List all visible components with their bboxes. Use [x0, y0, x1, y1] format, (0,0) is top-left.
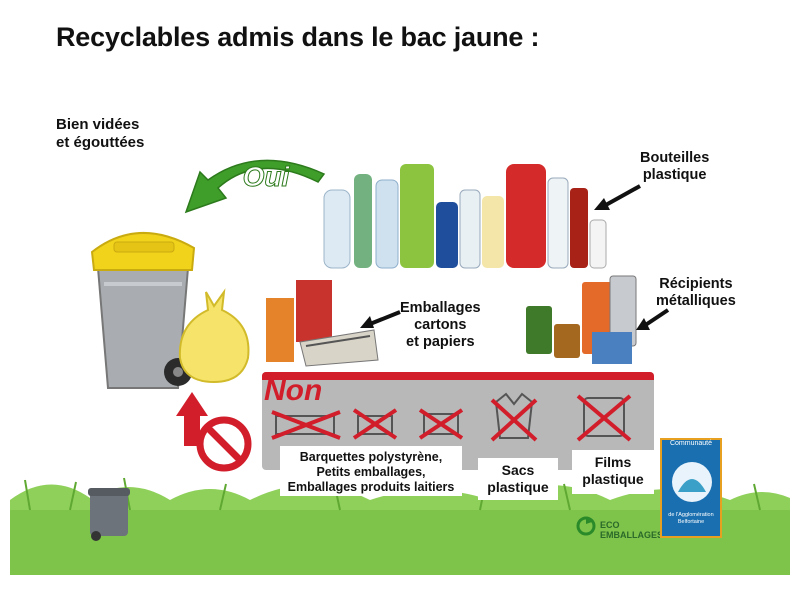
- label-cartons-papers: Emballages cartons et papiers: [400, 300, 481, 351]
- label-line: Récipients: [659, 276, 733, 292]
- oui-arrow-icon: Oui: [184, 159, 326, 214]
- communaute-title: Communauté: [669, 440, 713, 447]
- label-line: Emballages produits laitiers: [287, 480, 455, 494]
- yellow-bin-icon: [90, 231, 196, 389]
- hint-line-2: et égouttées: [56, 134, 145, 151]
- label-line: plastique: [487, 479, 549, 495]
- label-line: Sacs: [501, 462, 535, 478]
- label-metal-containers: Récipients métalliques: [656, 276, 736, 310]
- label-plastic-films: Films plastique: [572, 450, 654, 494]
- label-trays: Barquettes polystyrène, Petits emballage…: [280, 446, 462, 496]
- eco-emballages-logo-icon: [576, 516, 596, 536]
- label-line: Petits emballages,: [316, 465, 426, 479]
- oui-label: Oui: [243, 161, 291, 192]
- label-line: cartons: [414, 317, 467, 333]
- yellow-bag-icon: [178, 288, 250, 384]
- metal-containers-icon: [526, 275, 637, 364]
- plastic-bottles-icon: [323, 164, 607, 269]
- label-plastic-bottles: Bouteilles plastique: [640, 150, 709, 184]
- rinse-hint: Bien vidées et égouttées: [56, 116, 144, 152]
- arrow-bottles-icon: [594, 184, 641, 210]
- hint-line-1: Bien vidées: [56, 116, 140, 133]
- label-plastic-bags: Sacs plastique: [478, 458, 558, 500]
- label-line: Emballages: [400, 300, 481, 316]
- grey-bin-icon: [88, 488, 130, 541]
- lion-emblem-icon: [672, 462, 712, 502]
- eco-emballages-label: ECO EMBALLAGES: [600, 520, 663, 540]
- communaute-subtitle: de l'Agglomération Belfortaine: [662, 512, 720, 525]
- communaute-line: Belfortaine: [677, 518, 705, 525]
- label-line: Films: [594, 454, 632, 470]
- non-label: Non: [264, 374, 323, 407]
- arrow-metal-icon: [636, 308, 670, 330]
- label-line: et papiers: [406, 334, 475, 350]
- label-line: Barquettes polystyrène,: [299, 450, 443, 464]
- arrow-cartons-icon: [360, 310, 401, 328]
- label-line: plastique: [582, 471, 644, 487]
- page-title: Recyclables admis dans le bac jaune :: [56, 22, 540, 52]
- label-line: plastique: [642, 167, 707, 183]
- cartons-papers-icon: [266, 280, 379, 367]
- communaute-line: de l'Agglomération: [668, 512, 714, 518]
- rejected-band-top: [262, 372, 654, 380]
- label-line: Bouteilles: [640, 150, 710, 166]
- label-line: métalliques: [656, 293, 736, 309]
- eco-line: EMBALLAGES: [600, 530, 663, 540]
- crossed-items-icon: [271, 392, 632, 442]
- eco-line: ECO: [600, 520, 620, 530]
- forbidden-arrow-icon: [176, 392, 252, 472]
